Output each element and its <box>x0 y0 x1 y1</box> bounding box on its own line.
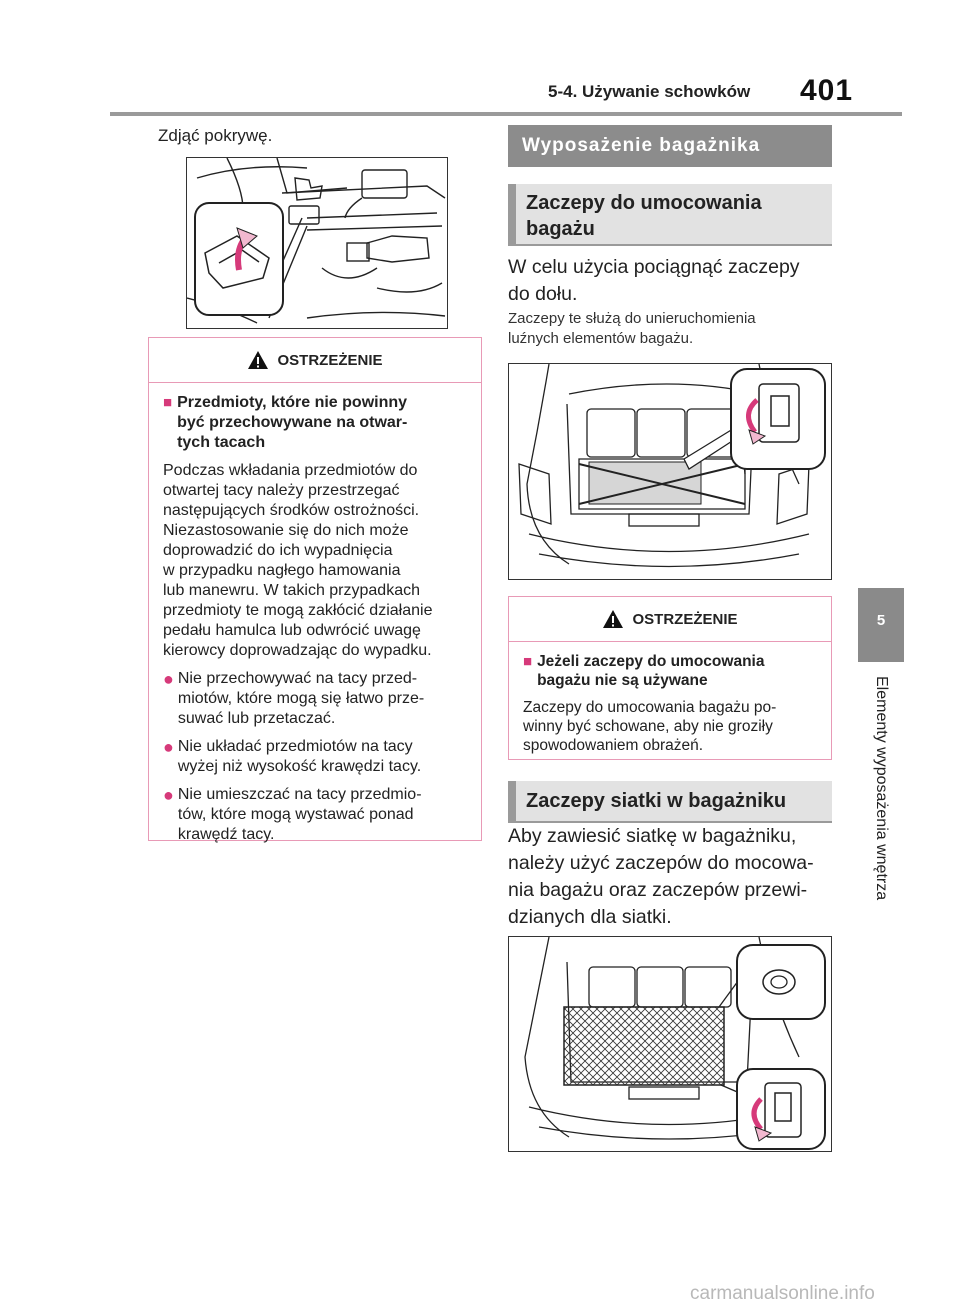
section-heading: Wyposażenie bagażnika <box>508 125 832 167</box>
square-bullet-icon: ■ <box>523 653 533 670</box>
square-bullet-icon: ■ <box>163 394 173 411</box>
tray-cover-illustration <box>186 157 448 329</box>
warning-header: OSTRZEŻENIE <box>149 338 481 383</box>
cargo-net-drawing <box>524 937 826 1150</box>
warning-title: ■ Przedmioty, które nie powinny być prze… <box>163 393 467 453</box>
page-number: 401 <box>800 74 854 107</box>
warning-triangle-icon <box>603 610 624 628</box>
note-text: Zaczepy te służą do unieruchomienia luźn… <box>508 310 756 347</box>
warning-box-trays: OSTRZEŻENIE ■ Przedmioty, które nie powi… <box>148 337 482 843</box>
header-rule <box>110 112 902 116</box>
cargo-hooks-illustration <box>508 363 832 580</box>
warning-title-line: Przedmioty, które nie powinny <box>177 394 408 411</box>
subheading-net-hooks: Zaczepy siatki w bagażniku <box>508 781 832 823</box>
warning-title: ■ Jeżeli zaczepy do umocowania bagażu ni… <box>523 653 765 689</box>
warning-label: OSTRZEŻENIE <box>277 351 383 369</box>
round-bullet-icon: ● <box>163 785 174 805</box>
instruction-text: W celu użycia pociągnąć zaczepy do dołu. <box>508 256 800 305</box>
warning-title-line: tych tacach <box>177 434 266 451</box>
cargo-hooks-drawing <box>518 364 826 568</box>
intro-step: Zdjąć pokrywę. <box>158 126 273 145</box>
warning-title-line: być przechowywane na otwar- <box>177 414 408 431</box>
warning-header: OSTRZEŻENIE <box>509 597 831 642</box>
round-bullet-icon: ● <box>163 737 174 757</box>
warning-bullet: ● Nie przechowywać na tacy przed- miotów… <box>163 669 425 727</box>
warning-paragraph: Podczas wkładania przedmiotów do otwarte… <box>163 462 433 659</box>
warning-triangle-icon <box>248 351 269 369</box>
warning-bullet: ● Nie układać przedmiotów na tacy wyżej … <box>163 737 422 775</box>
round-bullet-icon: ● <box>163 669 174 689</box>
watermark: carmanualsonline.info <box>690 1283 875 1304</box>
warning-paragraph: Zaczepy do umocowania bagażu po- winny b… <box>523 699 777 754</box>
warning-bullet: ● Nie umieszczać na tacy przedmio- tów, … <box>163 785 422 843</box>
cargo-net-illustration <box>508 936 832 1152</box>
warning-label: OSTRZEŻENIE <box>632 610 738 628</box>
section-title: 5-4. Używanie schowków <box>548 82 751 101</box>
chapter-title: Elementy wyposażenia wnętrza <box>873 676 890 901</box>
tray-cover-drawing <box>187 158 446 324</box>
chapter-tab <box>858 588 904 662</box>
warning-box-hooks: OSTRZEŻENIE ■ Jeżeli zaczepy do umocowan… <box>508 596 832 760</box>
instruction-text: Aby zawiesić siatkę w bagażniku, należy … <box>508 825 814 928</box>
subheading-luggage-hooks: Zaczepy do umocowania bagażu <box>508 184 832 246</box>
chapter-number: 5 <box>876 612 886 629</box>
